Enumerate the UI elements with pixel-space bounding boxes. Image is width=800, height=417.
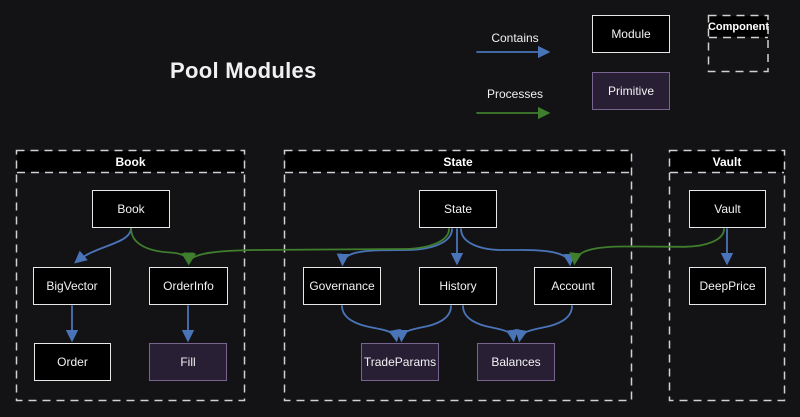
state-container-title: State [285, 151, 631, 172]
page-title: Pool Modules [170, 58, 317, 83]
legend-component-label: Component [707, 20, 770, 33]
edge-book-orderinfo [130, 227, 195, 266]
legend-module-label: Module [611, 27, 651, 41]
edge-state-orderinfo [183, 228, 450, 266]
edge-history-balances [462, 305, 519, 343]
node-history: History [419, 267, 497, 305]
legend-contains-label: Contains [491, 31, 539, 45]
node-governance: Governance [303, 267, 381, 305]
node-book: Book [92, 190, 170, 228]
node-state: State [419, 190, 497, 228]
vault-container-title: Vault [670, 151, 784, 172]
node-balances: Balances [477, 343, 555, 381]
edge-vault-account [569, 228, 725, 266]
edge-book-bigvector [74, 227, 132, 264]
node-deepprice: DeepPrice [689, 267, 766, 305]
edge-state-governance [336, 228, 453, 267]
edge-state-account [460, 228, 576, 267]
legend-component-box: Component [707, 16, 770, 37]
node-fill: Fill [149, 343, 227, 381]
edge-governance-tradeparams [341, 305, 401, 343]
legend-processes-label: Processes [486, 87, 544, 101]
legend-primitive-label: Primitive [607, 84, 654, 98]
legend-module-box: Module [592, 15, 670, 53]
edge-history-tradeparams [395, 305, 452, 343]
node-orderinfo: OrderInfo [149, 267, 228, 305]
edge-account-balances [515, 305, 573, 343]
legend-primitive-box: Primitive [592, 72, 670, 110]
node-bigvector: BigVector [33, 267, 111, 305]
book-container-title: Book [17, 151, 244, 172]
node-tradeparams: TradeParams [361, 343, 439, 381]
node-order: Order [34, 343, 111, 381]
node-account: Account [534, 267, 612, 305]
node-vault: Vault [689, 190, 766, 228]
